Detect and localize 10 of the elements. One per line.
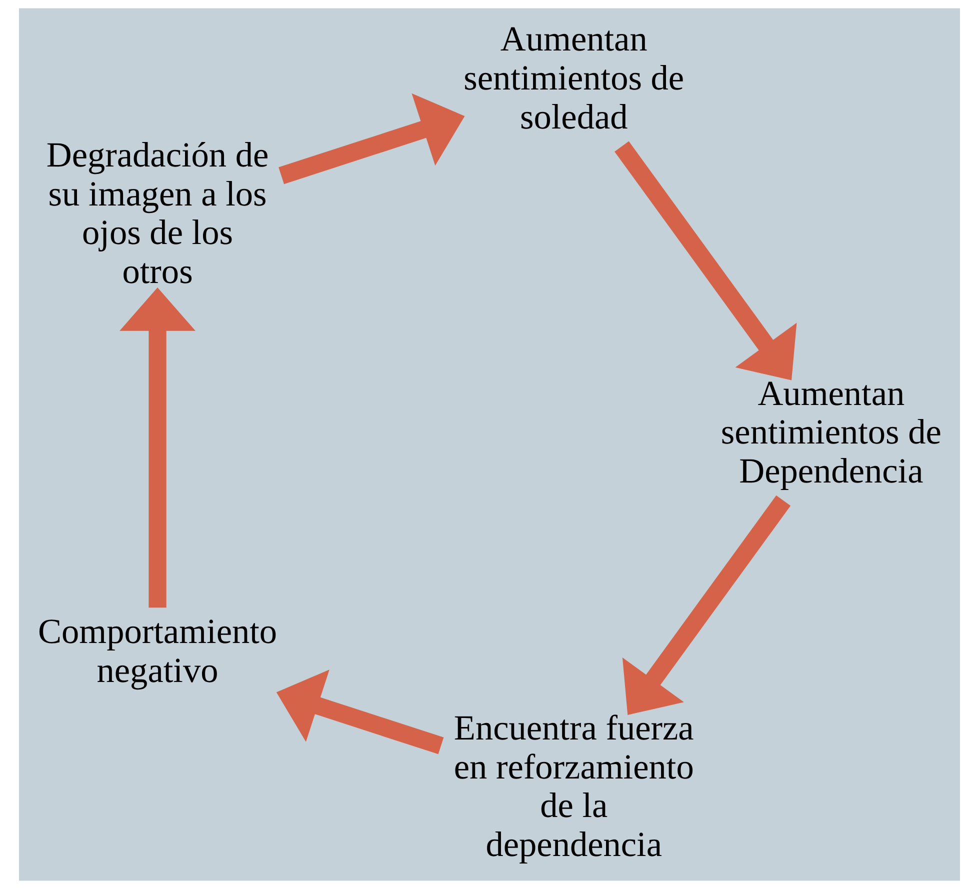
node-text: Aumentan sentimientos de soledad	[464, 20, 684, 136]
arrow	[120, 288, 196, 608]
node-text: Degradación de su imagen a los ojos de los otros	[46, 135, 269, 291]
arrow	[614, 141, 797, 380]
arrow	[278, 93, 465, 184]
node-text: Comportamiento negativo	[38, 612, 278, 690]
node-text: Aumentan sentimientos de Dependencia	[720, 374, 942, 490]
arrow	[276, 670, 444, 754]
arrow	[622, 495, 791, 715]
node-text: Encuentra fuerza en reforzamiento de la dependencia	[454, 708, 694, 864]
